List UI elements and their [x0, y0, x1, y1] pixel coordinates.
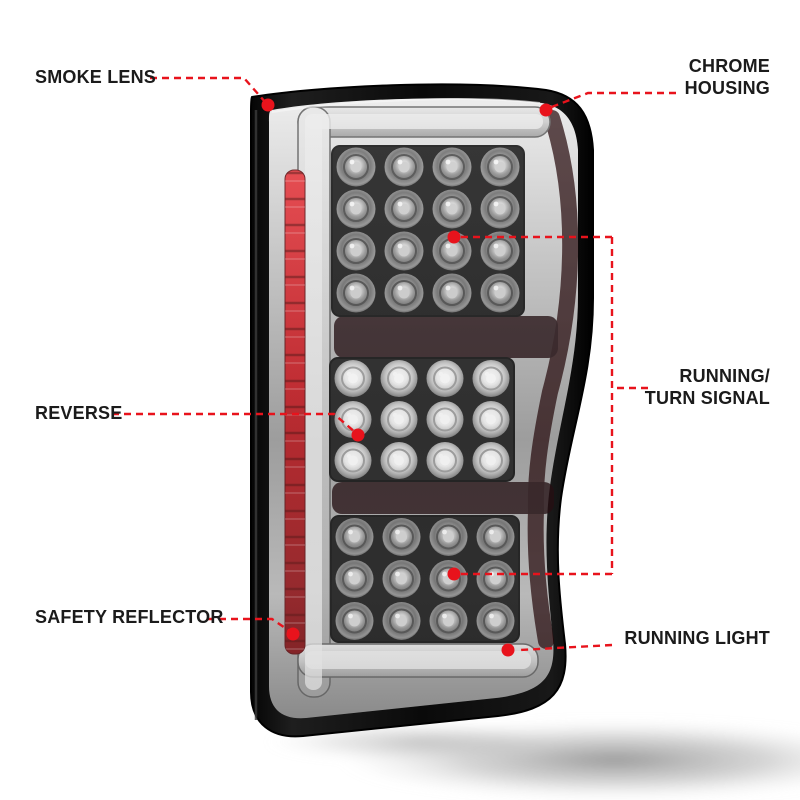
callout-lines	[112, 76, 676, 652]
label-running-light: RUNNING LIGHT	[624, 628, 770, 648]
leader-running-light	[519, 643, 613, 652]
callout-points	[261, 98, 553, 657]
leader-reverse	[112, 412, 357, 434]
label-reverse: REVERSE	[35, 403, 123, 423]
point-running-light	[501, 643, 515, 657]
label-smoke-lens: SMOKE LENS	[35, 67, 157, 87]
leader-smoke-lens	[150, 76, 267, 104]
leader-running-turn-signal	[459, 235, 648, 576]
point-reverse	[351, 428, 365, 442]
tail-light-body	[250, 83, 594, 738]
leader-safety-reflector	[207, 617, 292, 633]
leader-chrome-housing	[548, 91, 676, 110]
point-turn-signal-top	[447, 230, 461, 244]
label-running-turn-signal: RUNNING/ TURN SIGNAL	[644, 366, 770, 408]
point-smoke-lens	[261, 98, 275, 112]
point-turn-signal-bottom	[447, 567, 461, 581]
point-chrome-housing	[539, 103, 553, 117]
label-chrome-housing: CHROME HOUSING	[684, 56, 770, 98]
label-safety-reflector: SAFETY REFLECTOR	[35, 607, 224, 627]
point-safety-reflector	[286, 627, 300, 641]
